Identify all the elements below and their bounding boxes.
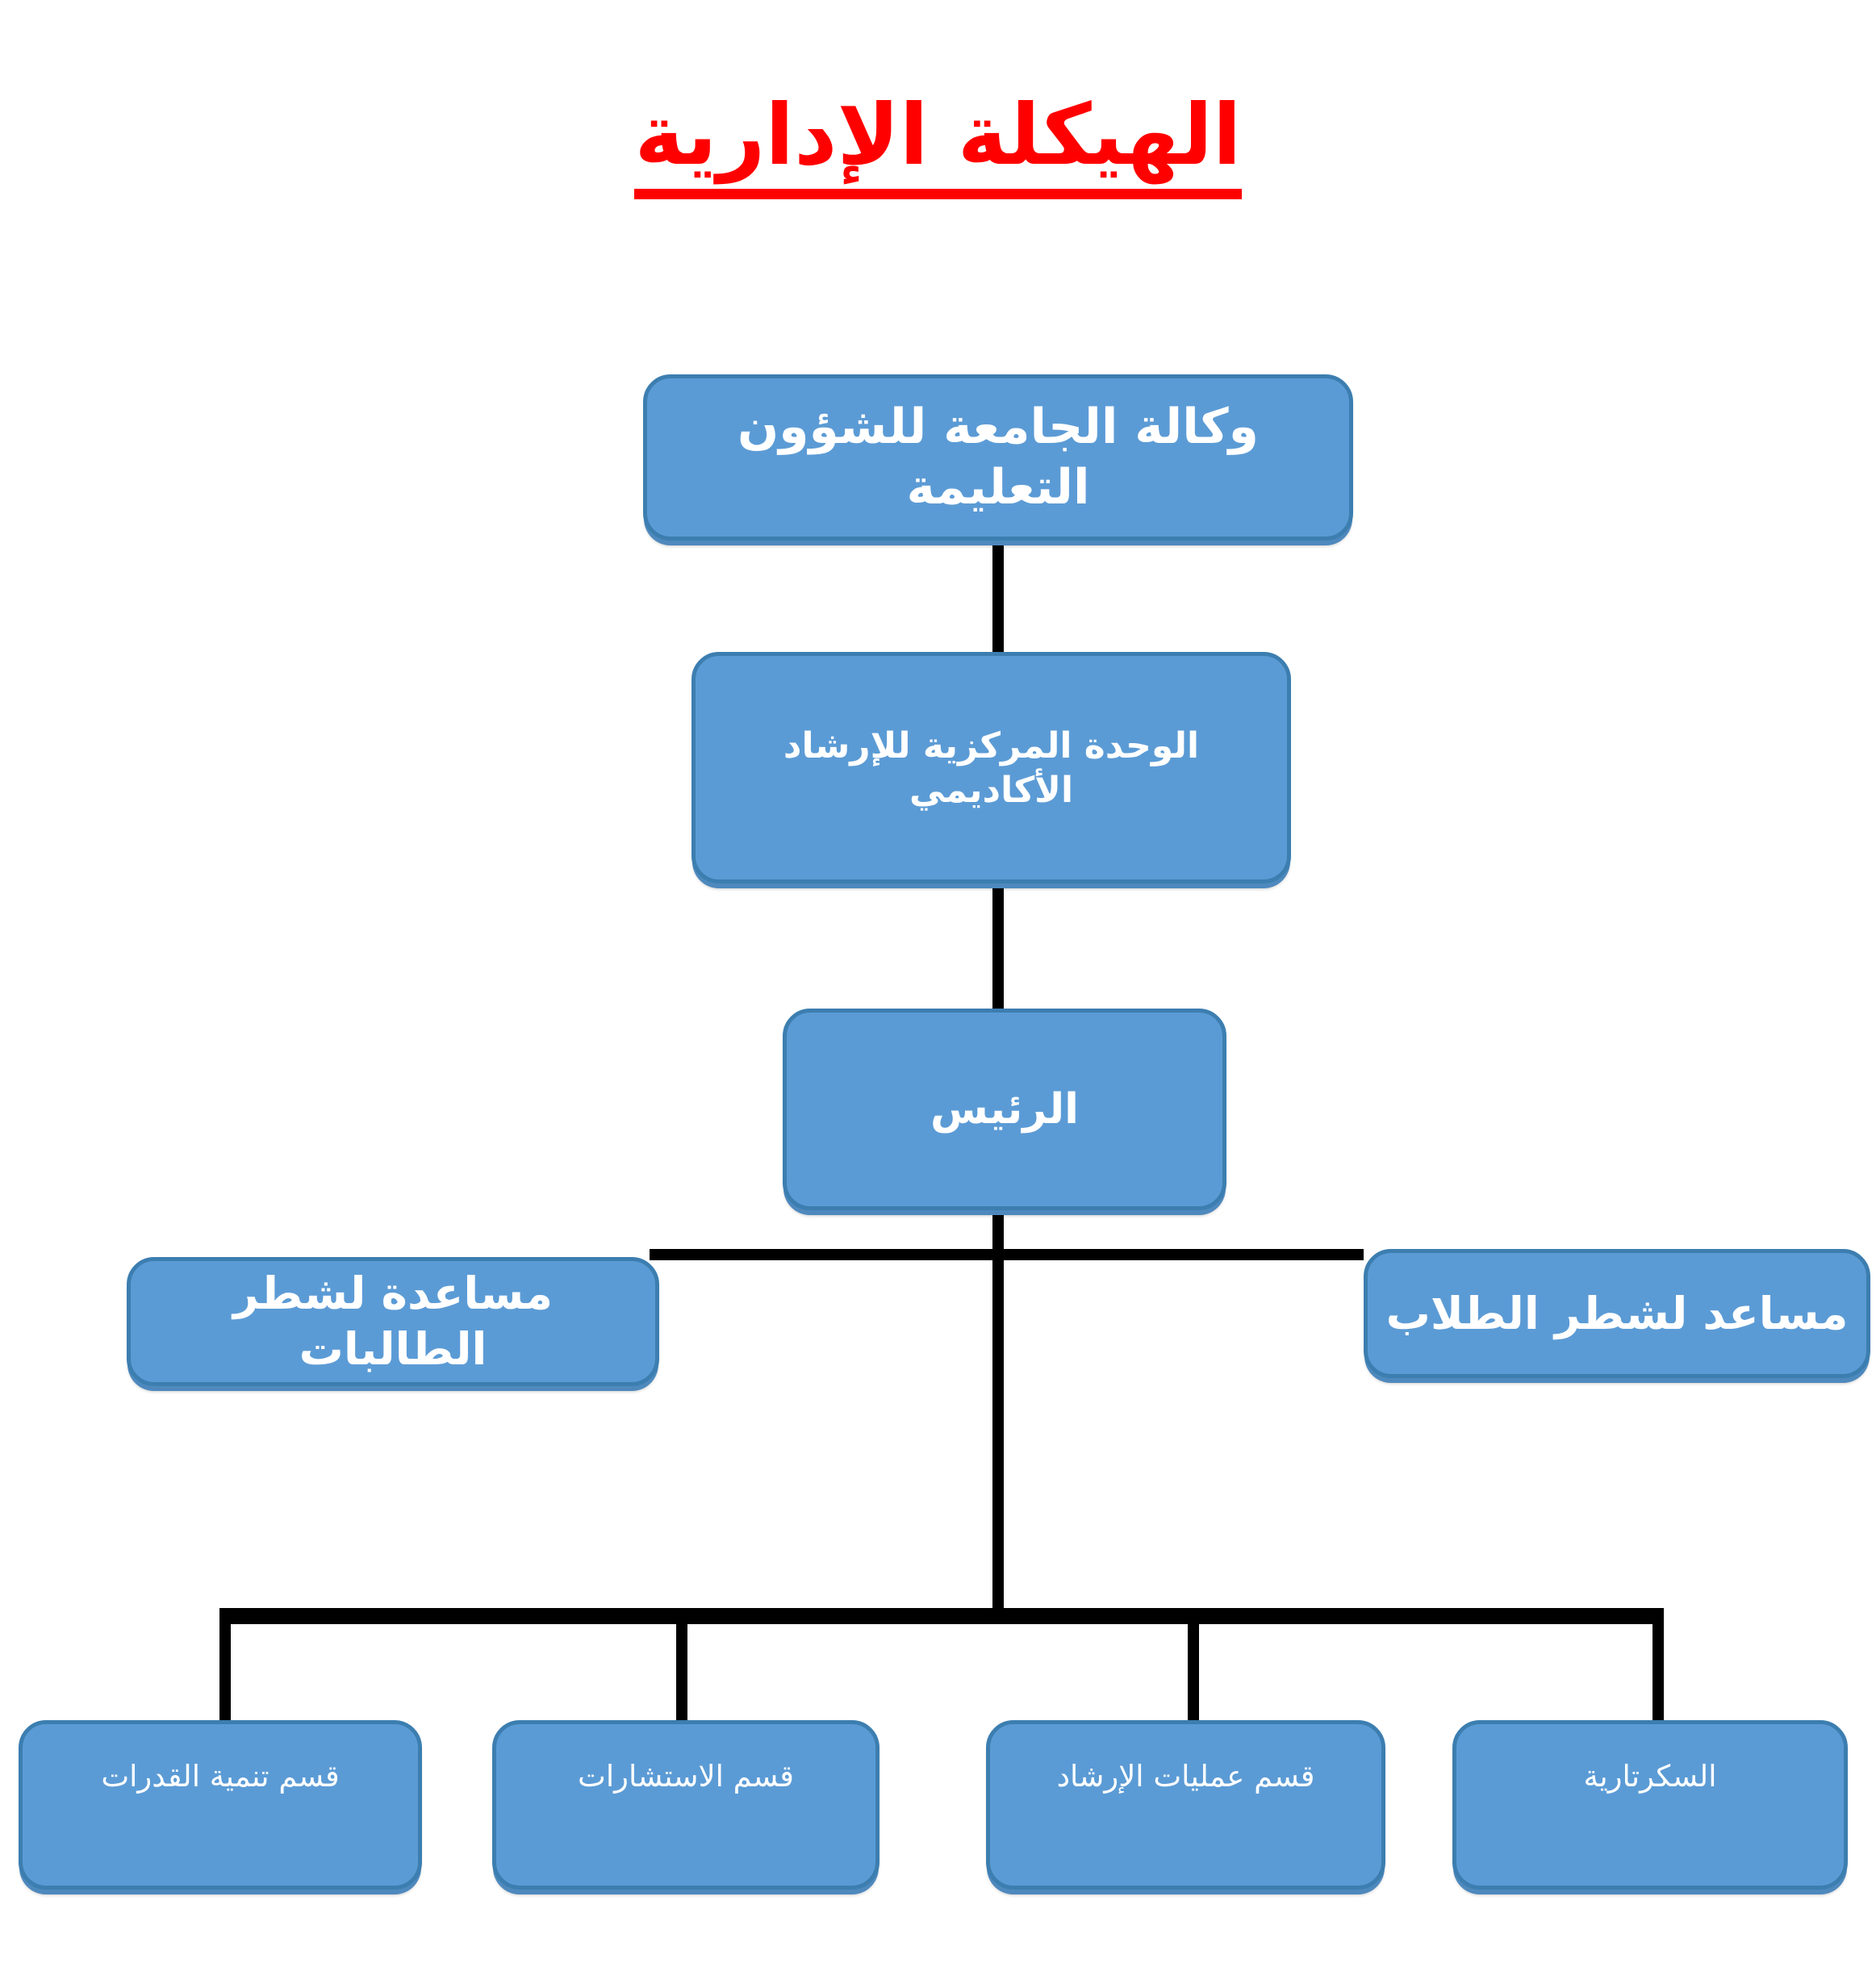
page-title: الهيكلة الإدارية: [0, 86, 1876, 199]
node-secretariat-label: السكرتارية: [1583, 1759, 1717, 1794]
connector-assistants-crossbar: [650, 1249, 1364, 1260]
node-central-academic-advising-unit[interactable]: الوحدة المركزية للإرشاد الأكاديمي: [691, 652, 1291, 883]
connector-drop-secretariat: [1652, 1619, 1664, 1723]
node-dept-capacity-development[interactable]: قسم تنمية القدرات: [19, 1720, 422, 1890]
node-dept-consultations-label: قسم الاستشارات: [578, 1759, 794, 1794]
node-dept-guidance-operations-label: قسم عمليات الإرشاد: [1056, 1759, 1315, 1794]
node-assistant-male-section-label: مساعد لشطر الطلاب: [1385, 1287, 1849, 1339]
connector-departments-bus: [219, 1608, 1664, 1624]
node-university-agency[interactable]: وكالة الجامعة للشؤون التعليمة: [643, 374, 1353, 541]
node-secretariat[interactable]: السكرتارية: [1452, 1720, 1848, 1890]
connector-head-trunk: [992, 1207, 1004, 1619]
node-assistant-female-section-label: مساعدة لشطر الطالبات: [232, 1268, 554, 1375]
node-assistant-female-section[interactable]: مساعدة لشطر الطالبات: [127, 1257, 659, 1386]
node-head[interactable]: الرئيس: [783, 1009, 1226, 1210]
node-assistant-male-section[interactable]: مساعد لشطر الطلاب: [1364, 1249, 1870, 1378]
node-head-label: الرئيس: [930, 1084, 1079, 1134]
page-title-text: الهيكلة الإدارية: [634, 86, 1242, 199]
node-dept-guidance-operations[interactable]: قسم عمليات الإرشاد: [986, 1720, 1385, 1890]
connector-unit-to-head: [992, 882, 1004, 1013]
connector-drop-capacity: [219, 1619, 231, 1723]
node-dept-consultations[interactable]: قسم الاستشارات: [492, 1720, 880, 1890]
connector-drop-guidance-ops: [1188, 1619, 1199, 1723]
connector-drop-consultations: [676, 1619, 687, 1723]
node-dept-capacity-development-label: قسم تنمية القدرات: [101, 1759, 340, 1794]
connector-agency-to-unit: [992, 539, 1004, 656]
node-central-academic-advising-unit-label: الوحدة المركزية للإرشاد الأكاديمي: [783, 725, 1200, 811]
node-university-agency-label: وكالة الجامعة للشؤون التعليمة: [737, 399, 1259, 516]
